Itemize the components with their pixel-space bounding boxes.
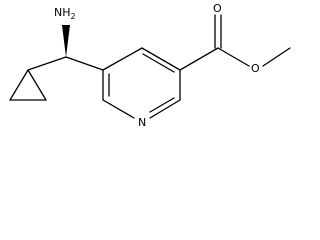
- cyclopropyl-ring: [9, 69, 47, 101]
- ring-bond: [102, 47, 143, 71]
- carbonyl-oxygen-label: O: [213, 2, 222, 15]
- aromatic-double-bond: [149, 97, 175, 113]
- methyl-ester: [179, 14, 291, 71]
- pyridine-ring: [102, 47, 181, 119]
- single-bond: [27, 56, 67, 71]
- ring-bond: [102, 99, 135, 119]
- aromatic-double-bond: [142, 53, 175, 73]
- single-bond: [217, 47, 250, 67]
- single-bond: [65, 56, 104, 71]
- methyl-bond: [262, 47, 291, 67]
- wedge-bond: [62, 25, 70, 57]
- ester-oxygen-label: O: [251, 62, 260, 75]
- ring-bond: [149, 99, 181, 119]
- chemical-structure: NH2 N O O: [9, 2, 291, 129]
- ring-nitrogen-label: N: [138, 116, 146, 129]
- structure-canvas: NH2 N O O: [9, 2, 291, 129]
- amine-label: NH2: [54, 6, 76, 21]
- ring-bond: [141, 47, 181, 71]
- single-bond: [179, 47, 219, 71]
- cyclopropyl-bond: [9, 69, 29, 101]
- cyclopropyl-bond: [27, 69, 47, 101]
